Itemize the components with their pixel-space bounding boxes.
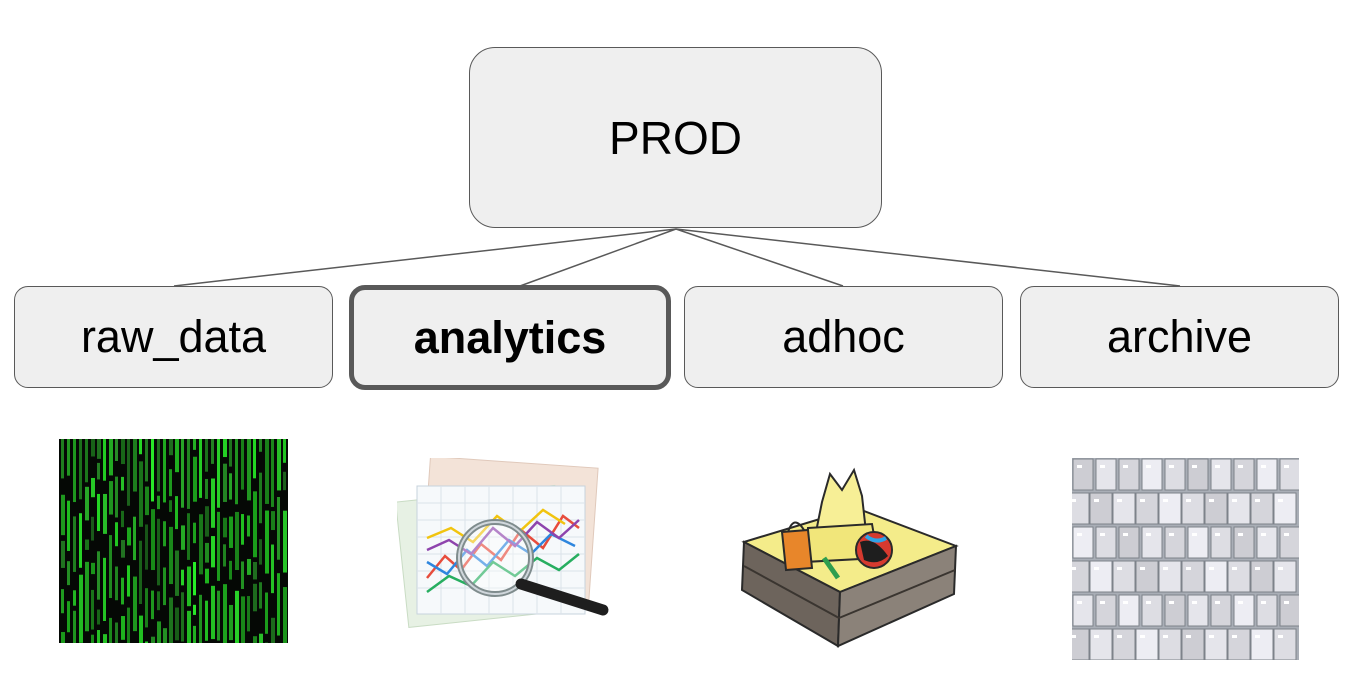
node-analytics-label: analytics [413,311,607,363]
node-archive[interactable]: archive [1020,286,1339,388]
node-analytics[interactable]: analytics [349,285,671,390]
root-node-prod[interactable]: PROD [469,47,882,228]
node-raw-data-label: raw_data [80,311,267,362]
connector-archive [675,228,1181,287]
node-adhoc[interactable]: adhoc [684,286,1003,388]
node-adhoc-label: adhoc [782,311,905,362]
filing-drawers-image [1072,458,1299,660]
connector-adhoc [675,228,844,287]
root-node-label: PROD [609,111,742,164]
connector-raw-data [173,228,677,287]
sandbox-image [740,467,959,648]
connector-analytics [519,228,677,287]
node-raw-data[interactable]: raw_data [14,286,333,388]
node-archive-label: archive [1106,311,1253,362]
matrix-code-image [59,439,288,643]
charts-magnifier-image [397,458,609,628]
